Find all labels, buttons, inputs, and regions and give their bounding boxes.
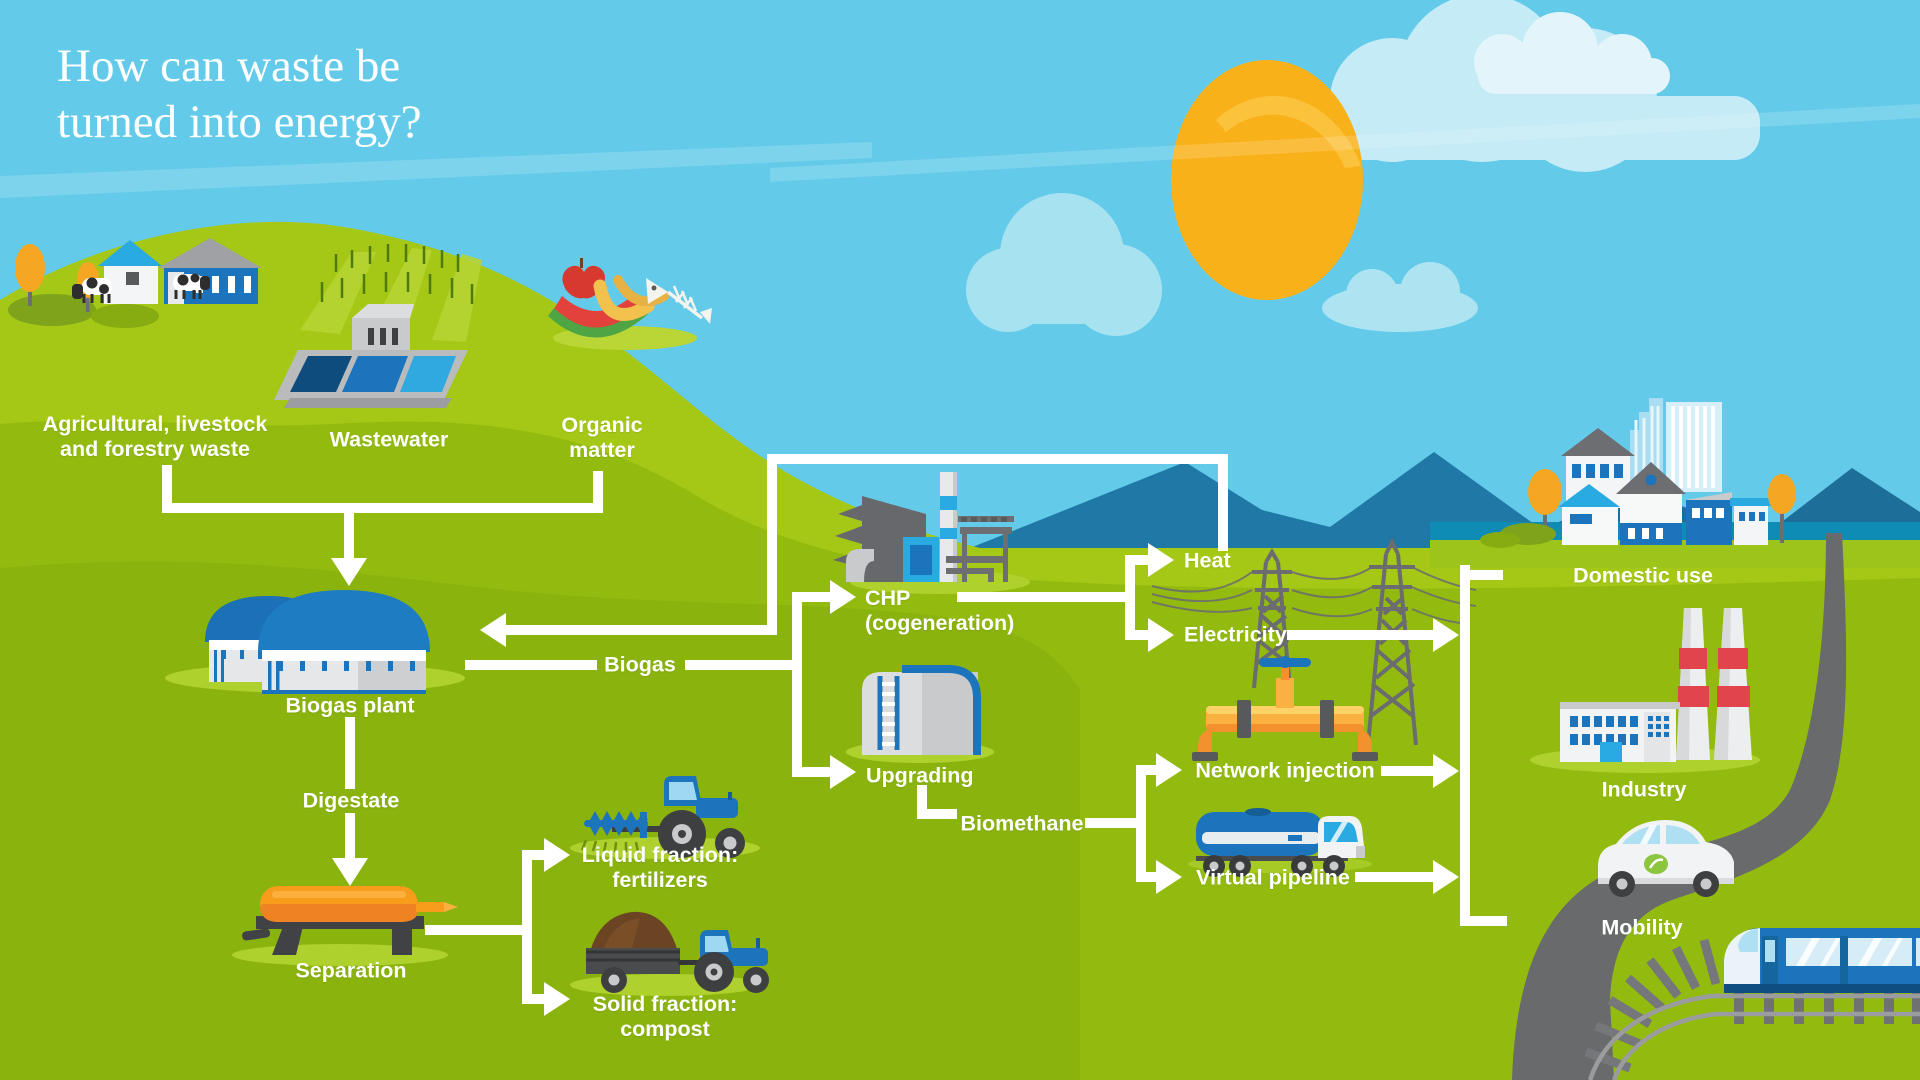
flow-sources-bracket (162, 465, 603, 565)
label-digestate: Digestate (302, 788, 400, 813)
upgrading-tank-icon (846, 665, 994, 763)
label-separation: Separation (295, 958, 407, 983)
wastewater-plant-icon (274, 304, 468, 408)
biogas-tanks-icon (165, 590, 465, 694)
label-network-injection: Network injection (1195, 758, 1375, 783)
cloud-icon (1474, 12, 1670, 94)
train-icon (1724, 928, 1920, 993)
label-agricultural-waste: Agricultural, livestock and forestry was… (42, 412, 268, 461)
flow-right-collector (1460, 565, 1507, 926)
sky-streak (770, 104, 1920, 182)
road (1512, 533, 1847, 1080)
label-upgrading: Upgrading (866, 763, 974, 788)
sun-icon (1171, 60, 1363, 300)
label-liquid-fraction: Liquid fraction: fertilizers (581, 843, 739, 892)
tanker-truck-icon (1188, 808, 1372, 877)
flow-heat-return (499, 454, 1228, 635)
chp-factory-icon (833, 472, 1030, 594)
page-title: How can waste be turned into energy? (57, 40, 422, 148)
flow-lines (162, 454, 1507, 1004)
gas-pipeline-icon (1192, 656, 1378, 761)
cloud-icon (1322, 262, 1478, 332)
label-heat: Heat (1184, 548, 1231, 573)
flow-separation-out (425, 850, 550, 1004)
cloud-icon (966, 193, 1162, 336)
label-biogas-plant: Biogas plant (285, 693, 415, 718)
label-solid-fraction: Solid fraction: compost (592, 992, 738, 1041)
train-tracks-icon (1584, 938, 1920, 1080)
label-biogas: Biogas (604, 652, 676, 677)
label-domestic-use: Domestic use (1573, 563, 1713, 588)
sky-light-band (0, 142, 872, 198)
flow-arrowheads (331, 543, 1459, 1016)
label-biomethane: Biomethane (960, 811, 1084, 836)
separator-icon (232, 886, 458, 966)
label-wastewater: Wastewater (329, 427, 449, 452)
label-virtual-pipeline: Virtual pipeline (1196, 865, 1350, 890)
flow-biomethane (917, 765, 1162, 882)
food-waste-icon (548, 258, 712, 350)
town-icon (1480, 398, 1796, 548)
cow-icon (72, 273, 210, 303)
factory-icon (1530, 608, 1760, 773)
flow-chp-out (957, 555, 1154, 640)
car-icon (1598, 820, 1734, 897)
tractor-trailer-icon (570, 911, 769, 996)
tractor-harrow-icon (570, 776, 760, 859)
flow-biogas (465, 592, 835, 777)
label-industry: Industry (1601, 777, 1687, 802)
label-electricity: Electricity (1184, 622, 1287, 647)
label-chp: CHP (cogeneration) (865, 586, 1015, 635)
label-organic-matter: Organic matter (561, 413, 643, 462)
label-mobility: Mobility (1601, 915, 1683, 940)
